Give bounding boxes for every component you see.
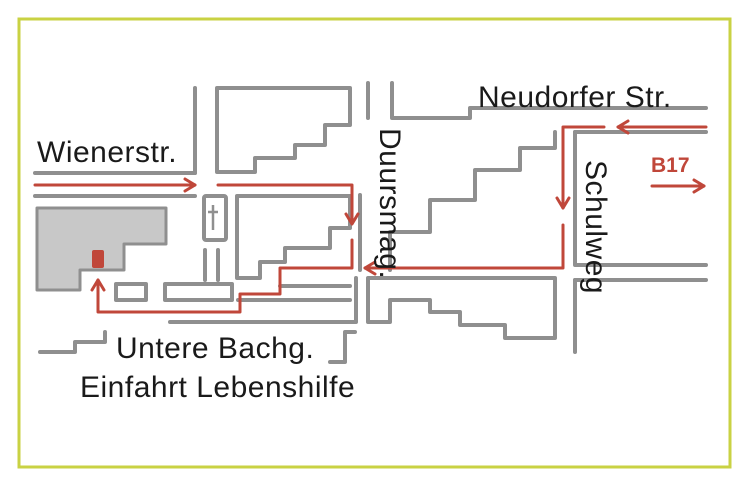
street-outlines — [33, 81, 708, 364]
route — [33, 119, 708, 314]
block-edge — [163, 282, 234, 302]
block-edge — [390, 81, 708, 120]
arrow-up-icon — [90, 278, 106, 292]
block-edge — [235, 194, 352, 280]
block-edge — [573, 130, 708, 267]
arrow-right-icon — [692, 178, 706, 194]
route-to-duursmag — [216, 183, 354, 224]
route-duursmag-down — [96, 238, 354, 314]
entrance-label: Einfahrt Lebenshilfe — [80, 371, 355, 404]
block-edge — [388, 130, 557, 272]
route-neudorfer-turn — [561, 125, 606, 210]
block-edge — [366, 276, 557, 340]
street-label-wienerstr: Wienerstr. — [37, 136, 177, 169]
block-edge — [215, 86, 352, 174]
church-yard — [202, 194, 228, 242]
arrow-right-icon — [183, 177, 197, 193]
arrow-left-icon — [363, 260, 377, 276]
small-block — [114, 282, 148, 302]
block-edge — [38, 330, 107, 354]
block-edge — [328, 330, 357, 364]
lebenshilfe-building — [35, 206, 168, 292]
destination-marker[interactable] — [92, 250, 104, 268]
street-label-neudorfer: Neudorfer Str. — [478, 81, 672, 114]
block-edge — [203, 248, 220, 282]
arrow-left-icon — [616, 119, 630, 135]
street-label-duursmag: Duursmag. — [373, 128, 406, 279]
church-cross-icon — [208, 205, 218, 230]
arrow-down-icon — [344, 212, 360, 226]
route-schulweg — [363, 223, 565, 270]
arrow-down-icon — [555, 196, 571, 210]
street-label-schulweg: Schulweg — [579, 160, 612, 294]
street-label-untere-bachg: Untere Bachg. — [116, 332, 314, 365]
road-badge-b17: B17 — [651, 154, 690, 177]
map-frame — [17, 17, 732, 469]
